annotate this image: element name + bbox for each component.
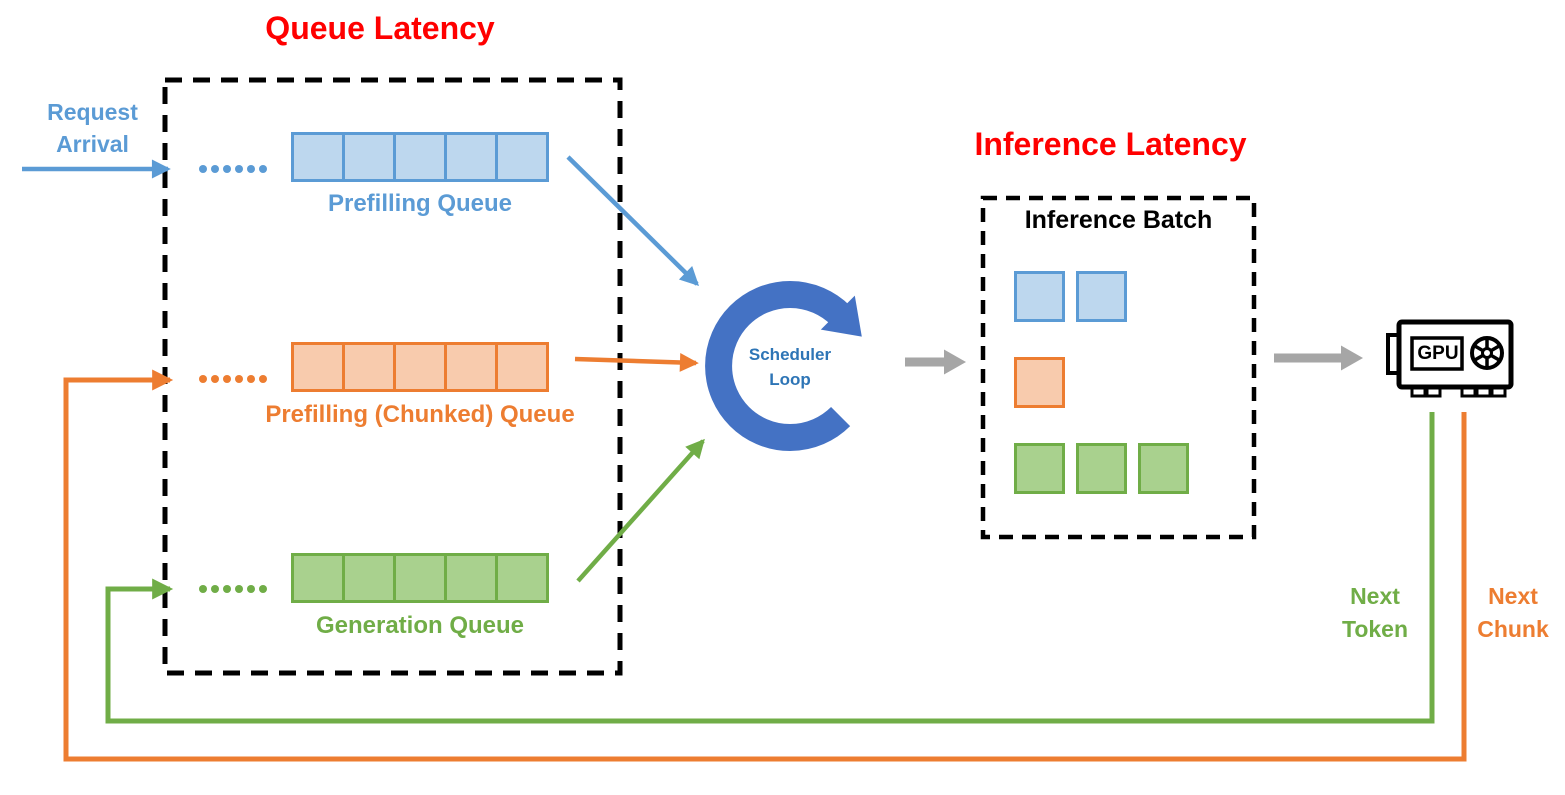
queue-cell [345, 135, 396, 179]
queue-cell [498, 556, 546, 600]
scheduler-loop-label: Scheduler Loop [748, 345, 832, 389]
scheduler-to-batch-arrow [905, 349, 966, 375]
prefilling-queue-label: Prefilling Queue [327, 190, 513, 217]
queue-dot [199, 375, 207, 383]
queue-cell [447, 556, 498, 600]
next-token-label: Next Token [1341, 583, 1409, 642]
inference-batch-square-blue [1076, 271, 1127, 322]
queue-latency-title: Queue Latency [265, 10, 495, 46]
queue-dot [211, 585, 219, 593]
inference-batch-label: Inference Batch [1024, 206, 1213, 234]
gpu-label: GPU [1417, 343, 1459, 364]
scheduler-loop-icon [705, 281, 862, 451]
queue-cell [345, 345, 396, 389]
next-chunk-label: Next Chunk [1477, 583, 1549, 642]
inference-batch-square-blue [1014, 271, 1065, 322]
generation-queue [291, 553, 549, 603]
queue-cell [498, 135, 546, 179]
gpu-label-box [1410, 336, 1464, 371]
prefilling-to-scheduler-arrow [566, 155, 700, 286]
prefilling-chunked-queue-label: Prefilling (Chunked) Queue [265, 401, 575, 428]
queue-cell [294, 345, 345, 389]
inference-batch-square-green [1138, 443, 1189, 494]
queue-cell [396, 556, 447, 600]
inference-latency-title: Inference Latency [974, 126, 1247, 162]
queue-dot [247, 375, 255, 383]
queue-cell [498, 345, 546, 389]
inference-batch-square-orange [1014, 357, 1065, 408]
queue-dot [259, 585, 267, 593]
request-arrival-label: Request Arrival [47, 99, 138, 157]
queue-dot [235, 375, 243, 383]
queue-cell [447, 135, 498, 179]
gpu-fan-icon [1470, 336, 1504, 370]
queue-dot [223, 165, 231, 173]
queue-dot [247, 585, 255, 593]
next-chunk-feedback-line [63, 369, 1467, 762]
gpu-connector-pins [1410, 386, 1507, 398]
prefilling-queue-dots [199, 165, 267, 173]
queue-dot [247, 165, 255, 173]
queue-dot [259, 375, 267, 383]
queue-dot [223, 375, 231, 383]
prefilling-queue [291, 132, 549, 182]
queue-dot [199, 165, 207, 173]
queue-cell [294, 135, 345, 179]
gpu-card-icon [1386, 319, 1514, 398]
queue-dot [235, 165, 243, 173]
generation-queue-dots [199, 585, 267, 593]
queue-cell [396, 135, 447, 179]
batch-to-gpu-arrow [1274, 345, 1363, 371]
generation-to-scheduler-arrow [576, 438, 705, 583]
chunked-to-scheduler-arrow [574, 353, 699, 372]
queue-dot [259, 165, 267, 173]
queue-cell [396, 345, 447, 389]
inference-batch-row [1014, 271, 1189, 322]
inference-batch-square-green [1014, 443, 1065, 494]
prefilling-chunked-queue-dots [199, 375, 267, 383]
queue-dot [211, 165, 219, 173]
generation-queue-label: Generation Queue [315, 612, 525, 639]
queue-cell [345, 556, 396, 600]
queue-cell [294, 556, 345, 600]
queue-dot [199, 585, 207, 593]
queue-cell [447, 345, 498, 389]
inference-batch-square-green [1076, 443, 1127, 494]
queue-dot [223, 585, 231, 593]
inference-batch-box [980, 195, 1257, 540]
prefilling-chunked-queue [291, 342, 549, 392]
queue-dot [235, 585, 243, 593]
queue-dot [211, 375, 219, 383]
inference-batch-row [1014, 357, 1189, 408]
inference-batch-row [1014, 443, 1189, 494]
next-token-feedback-line [105, 412, 1435, 724]
inference-batch-squares [1014, 271, 1189, 494]
